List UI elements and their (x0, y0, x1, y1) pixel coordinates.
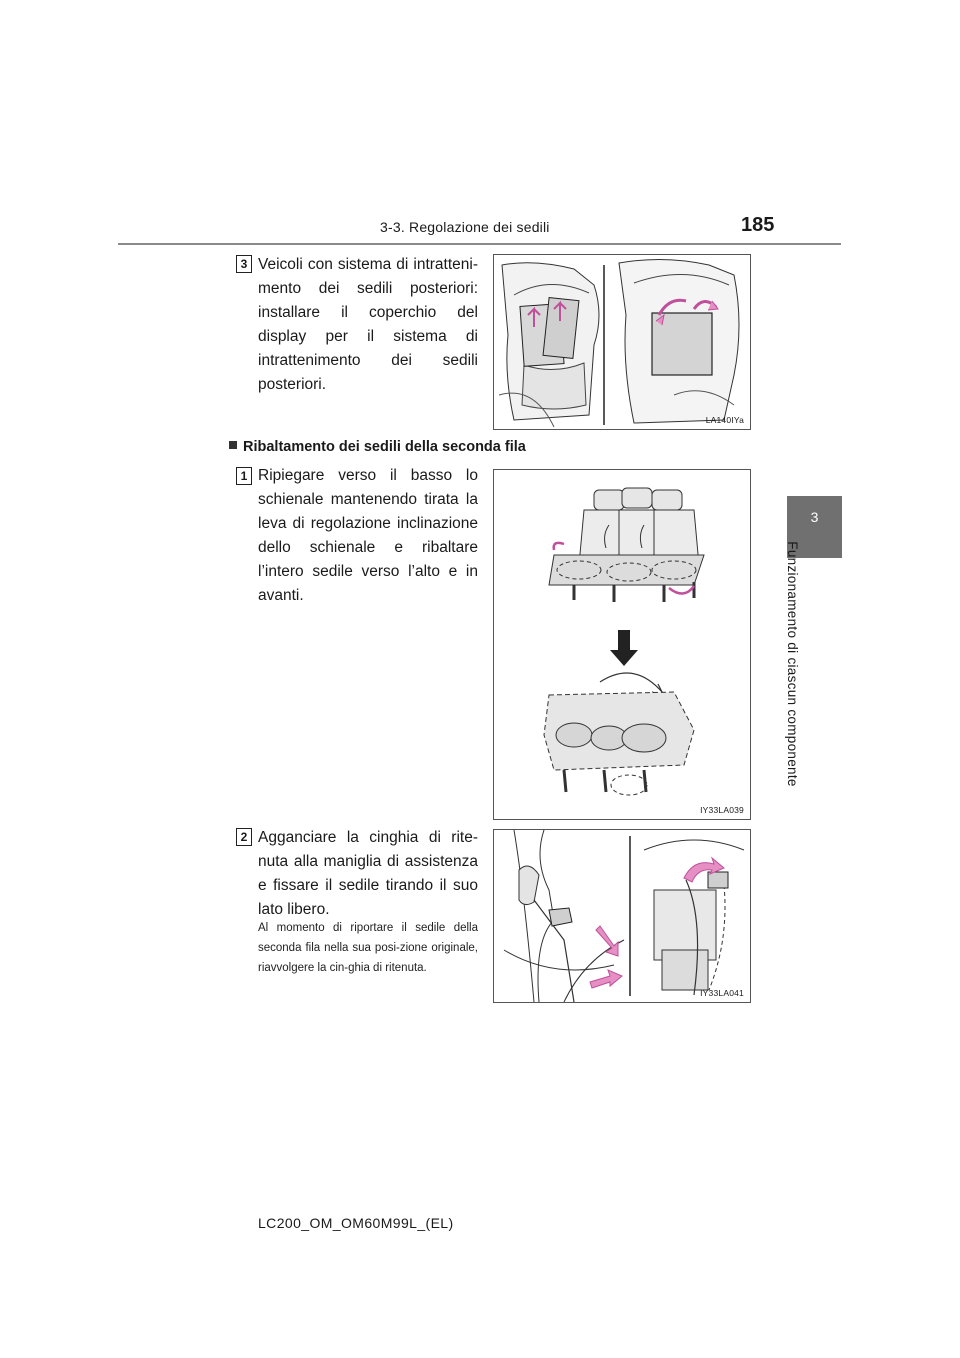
figure-display-cover: LA140IYa (493, 254, 751, 430)
figure-code: IY33LA039 (700, 805, 744, 815)
document-code-footer: LC200_OM_OM60M99L_(EL) (258, 1215, 454, 1231)
header-rule (118, 243, 841, 245)
step-number-3: 3 (236, 255, 252, 273)
strap-illustration (503, 830, 745, 1002)
step1-text: Ripiegare verso il basso lo schienale ma… (258, 467, 478, 604)
chapter-number: 3 (810, 509, 819, 525)
page-number: 185 (741, 214, 775, 236)
header-section-title: 3-3. Regolazione dei sedili (380, 219, 550, 235)
bullet-square-icon (229, 441, 237, 449)
chapter-title: Funzionamento di ciascun componente (785, 541, 800, 787)
figure-strap: IY33LA041 (493, 829, 751, 1003)
figure-code: IY33LA041 (700, 988, 744, 998)
step2-note: Al momento di riportare il sedile della … (258, 922, 478, 974)
step-number-1: 1 (236, 467, 252, 485)
section-subheading: Ribaltamento dei sedili della seconda fi… (229, 439, 526, 455)
step-number-2: 2 (236, 828, 252, 846)
figure-code: LA140IYa (705, 415, 744, 425)
figure-fold-seat: IY33LA039 (493, 469, 751, 820)
chapter-tab[interactable]: 3 (787, 496, 842, 558)
step3-text: Veicoli con sistema di intratteni-mento … (258, 256, 478, 393)
display-cover-illustration (498, 258, 740, 428)
fold-seat-illustration (543, 487, 705, 796)
step2-text: Agganciare la cinghia di rite-nuta alla … (258, 829, 478, 918)
subheading-text: Ribaltamento dei sedili della seconda fi… (243, 439, 526, 455)
